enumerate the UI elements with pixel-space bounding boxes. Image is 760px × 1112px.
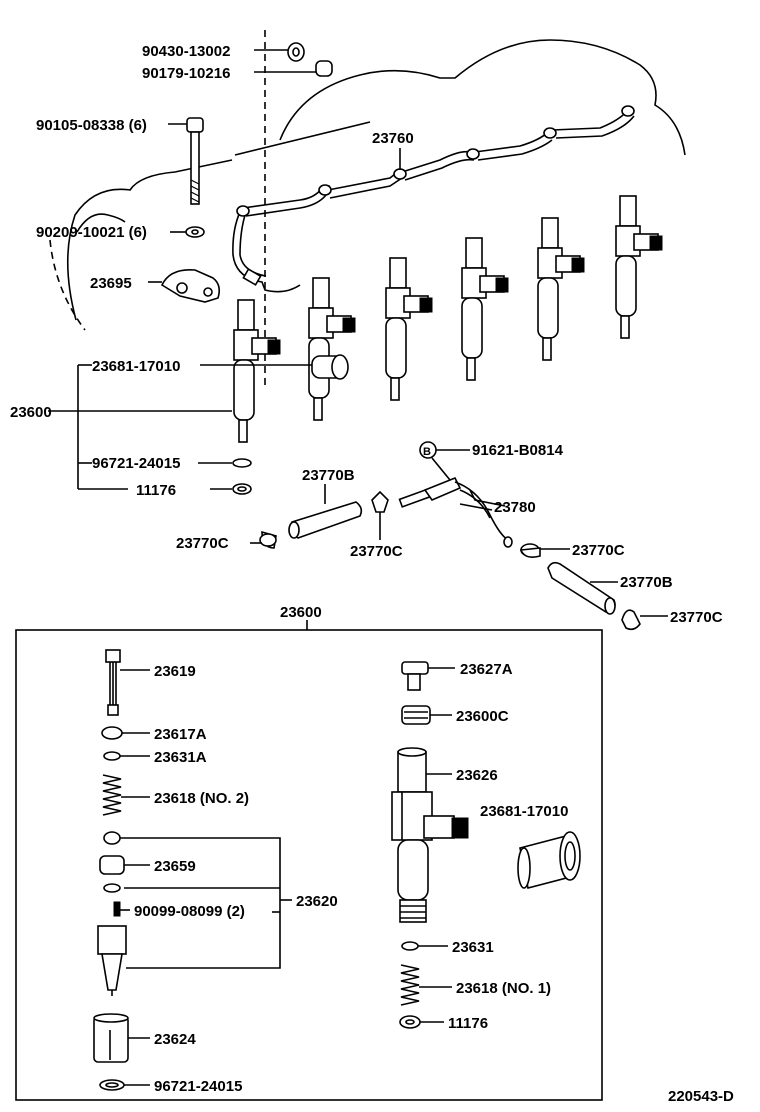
label-11176-top: 11176 xyxy=(136,482,176,499)
label-23631: 23631 xyxy=(452,939,494,956)
clip-23770c-3 xyxy=(519,543,541,558)
label-23617a: 23617A xyxy=(154,726,207,743)
leak-pipe-23780 xyxy=(398,441,513,548)
label-23770c-4: 23770C xyxy=(670,609,723,626)
label-23770b-1: 23770B xyxy=(302,467,355,484)
seal-23681-top xyxy=(311,354,349,380)
label-23770c-2: 23770C xyxy=(350,543,403,560)
clip-23770c-1 xyxy=(259,530,277,549)
label-23760: 23760 xyxy=(372,130,414,147)
washer-96721-top xyxy=(232,458,252,468)
label-23627a: 23627A xyxy=(460,661,513,678)
leaders-box-left xyxy=(120,669,150,1086)
label-23681-top: 23681-17010 xyxy=(92,358,180,375)
clamp-23695 xyxy=(160,268,220,303)
washer-96721-bot xyxy=(99,1079,125,1091)
pin-small xyxy=(103,831,121,845)
shim-23631a xyxy=(103,751,121,761)
washer-mid xyxy=(103,883,121,893)
shim-23631 xyxy=(401,941,419,951)
label-23780: 23780 xyxy=(494,499,536,516)
label-23619: 23619 xyxy=(154,663,196,680)
label-90099: 90099-08099 (2) xyxy=(134,903,245,920)
seal-23681-bot xyxy=(517,831,581,889)
spring-23618-no2 xyxy=(102,774,122,816)
bolt-23627a xyxy=(401,661,429,691)
leaders-hoses xyxy=(250,484,668,617)
hose-23770b-1 xyxy=(288,501,363,539)
washer-11176-top xyxy=(232,483,252,495)
rod-23619 xyxy=(105,649,121,716)
labels-box: 23600 23619 23617A 23631A 23618 (NO. 2) … xyxy=(134,604,568,1095)
hose-23770b-2 xyxy=(547,561,616,615)
body-23626 xyxy=(391,747,469,923)
leaders-top xyxy=(76,49,401,283)
label-23659: 23659 xyxy=(154,858,196,875)
clip-23770c-2 xyxy=(371,490,389,513)
dashed-leader-left xyxy=(49,239,86,331)
injector-4 xyxy=(461,237,509,381)
label-circle-b: B xyxy=(423,446,431,458)
injector-6 xyxy=(615,195,663,339)
bracket-23620 xyxy=(120,837,292,969)
label-23618-no2: 23618 (NO. 2) xyxy=(154,790,249,807)
label-23618-no1: 23618 (NO. 1) xyxy=(456,980,551,997)
label-23770c-1: 23770C xyxy=(176,535,229,552)
washer-90209 xyxy=(185,226,205,238)
nut-90179 xyxy=(315,60,333,77)
label-23631a: 23631A xyxy=(154,749,207,766)
label-23681-bot: 23681-17010 xyxy=(480,803,568,820)
label-96721-top: 96721-24015 xyxy=(92,455,180,472)
seat-23617a xyxy=(101,726,123,740)
exploded-view-box xyxy=(15,629,603,1101)
seal-23600c xyxy=(401,705,431,725)
label-box-title: 23600 xyxy=(280,604,322,621)
bolt-90105 xyxy=(186,117,204,205)
pin-90099 xyxy=(113,901,121,917)
leaders-box-right xyxy=(418,667,455,1023)
washer-11176-bot xyxy=(399,1015,421,1029)
piece-23659 xyxy=(99,855,125,875)
nozzle-23620 xyxy=(97,925,127,996)
bracket-23600-top xyxy=(48,364,312,490)
label-90179: 90179-10216 xyxy=(142,65,230,82)
injector-5 xyxy=(537,217,585,361)
injection-pipes-23760 xyxy=(232,105,635,293)
label-11176-bot: 11176 xyxy=(448,1015,488,1032)
injector-1 xyxy=(233,299,281,443)
label-23770b-2: 23770B xyxy=(620,574,673,591)
label-90105: 90105-08338 (6) xyxy=(36,117,147,134)
label-91621: 91621-B0814 xyxy=(472,442,564,459)
spring-23618-no1 xyxy=(400,964,420,1006)
label-23770c-3: 23770C xyxy=(572,542,625,559)
label-23620: 23620 xyxy=(296,893,338,910)
clip-23770c-4 xyxy=(621,609,641,631)
label-23600c: 23600C xyxy=(456,708,509,725)
label-23626: 23626 xyxy=(456,767,498,784)
label-96721-bot: 96721-24015 xyxy=(154,1078,242,1095)
label-23695: 23695 xyxy=(90,275,132,292)
label-90209: 90209-10021 (6) xyxy=(36,224,147,241)
washer-90430 xyxy=(287,42,305,62)
nut-23624 xyxy=(93,1013,129,1063)
engine-outline xyxy=(66,39,686,321)
label-23624: 23624 xyxy=(154,1031,196,1048)
injector-2 xyxy=(308,277,356,421)
diagram-id: 220543-D xyxy=(668,1088,734,1105)
injector-3 xyxy=(385,257,433,401)
label-23600-top: 23600 xyxy=(10,404,52,421)
label-90430: 90430-13002 xyxy=(142,43,230,60)
labels-top: 90430-13002 90179-10216 90105-08338 (6) … xyxy=(10,43,723,626)
